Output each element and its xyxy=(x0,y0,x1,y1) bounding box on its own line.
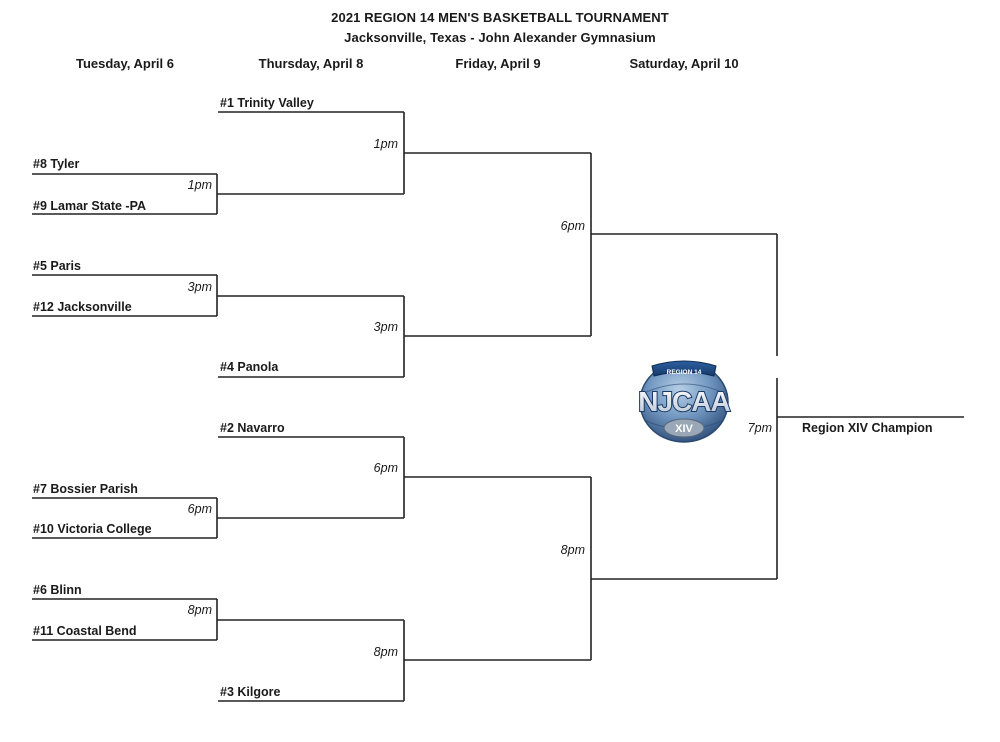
team-kilgore: #3 Kilgore xyxy=(220,685,281,699)
page-title: 2021 REGION 14 MEN'S BASKETBALL TOURNAME… xyxy=(331,10,669,25)
team-trinity-valley: #1 Trinity Valley xyxy=(220,96,314,110)
team-blinn: #6 Blinn xyxy=(33,583,82,597)
game-time: 8pm xyxy=(373,645,398,659)
day-round-1: Tuesday, April 6 xyxy=(75,56,174,71)
logo-main-text: NJCAA xyxy=(638,386,730,417)
njcaa-region-xiv-logo-icon: REGION 14 NJCAA XIV xyxy=(637,360,733,443)
team-victoria-college: #10 Victoria College xyxy=(33,522,152,536)
game-time-final: 7pm xyxy=(747,421,772,435)
game-time: 6pm xyxy=(373,461,398,475)
game-time: 1pm xyxy=(373,137,398,151)
team-panola: #4 Panola xyxy=(220,360,279,374)
team-jacksonville: #12 Jacksonville xyxy=(33,300,132,314)
game-time: 6pm xyxy=(187,502,212,516)
game-time: 3pm xyxy=(373,320,398,334)
logo-banner-text: REGION 14 xyxy=(667,369,702,376)
team-paris: #5 Paris xyxy=(33,259,81,273)
game-time: 8pm xyxy=(560,543,585,557)
day-quarterfinals: Thursday, April 8 xyxy=(258,56,364,71)
game-time: 6pm xyxy=(560,219,585,233)
game-time: 3pm xyxy=(187,280,212,294)
team-lamar-state: #9 Lamar State -PA xyxy=(33,199,147,213)
game-time: 1pm xyxy=(187,178,212,192)
day-semifinals: Friday, April 9 xyxy=(455,56,541,71)
day-final: Saturday, April 10 xyxy=(629,56,739,71)
page-subtitle: Jacksonville, Texas - John Alexander Gym… xyxy=(344,30,656,45)
logo-numeral-text: XIV xyxy=(675,423,693,435)
team-navarro: #2 Navarro xyxy=(220,421,285,435)
champion-label: Region XIV Champion xyxy=(802,421,933,435)
game-time: 8pm xyxy=(187,603,212,617)
team-tyler: #8 Tyler xyxy=(33,157,80,171)
team-bossier-parish: #7 Bossier Parish xyxy=(33,482,138,496)
team-coastal-bend: #11 Coastal Bend xyxy=(33,624,137,638)
